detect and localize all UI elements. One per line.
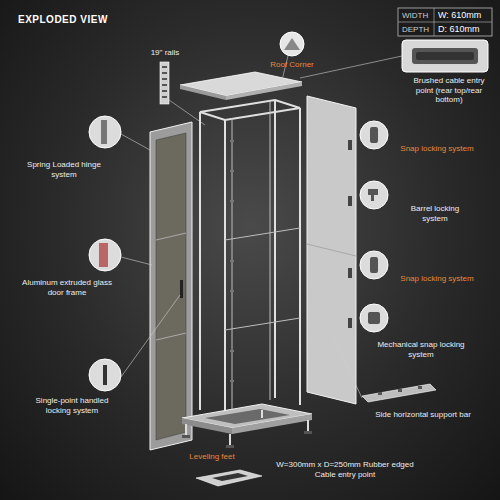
part-label: 19" rails [138,48,192,58]
part-label: Leveling feet [172,452,252,462]
part-label: Spring Loaded hinge system [22,160,106,179]
dimension-value: D: 610mm [438,24,490,35]
dimension-value: W: 610mm [438,10,490,21]
part-label: Barrel locking system [398,204,472,223]
part-label: Single-point handled locking system [26,396,118,415]
dimension-name: WIDTH [402,11,432,21]
part-label: Side horizontal support bar [368,410,478,420]
part-label: Roof Corner [262,60,322,70]
part-label: Brushed cable entry point (rear top/rear… [404,76,494,105]
part-label: Mechanical snap locking system [366,340,476,359]
part-label: W=300mm x D=250mm Rubber edged Cable ent… [270,460,420,479]
part-label: Snap locking system [396,144,478,154]
part-label: Aluminum extruded glass door frame [22,278,112,297]
part-label: Snap locking system [396,274,478,284]
diagram-title: EXPLODED VIEW [18,14,108,25]
dimension-name: DEPTH [402,25,432,35]
